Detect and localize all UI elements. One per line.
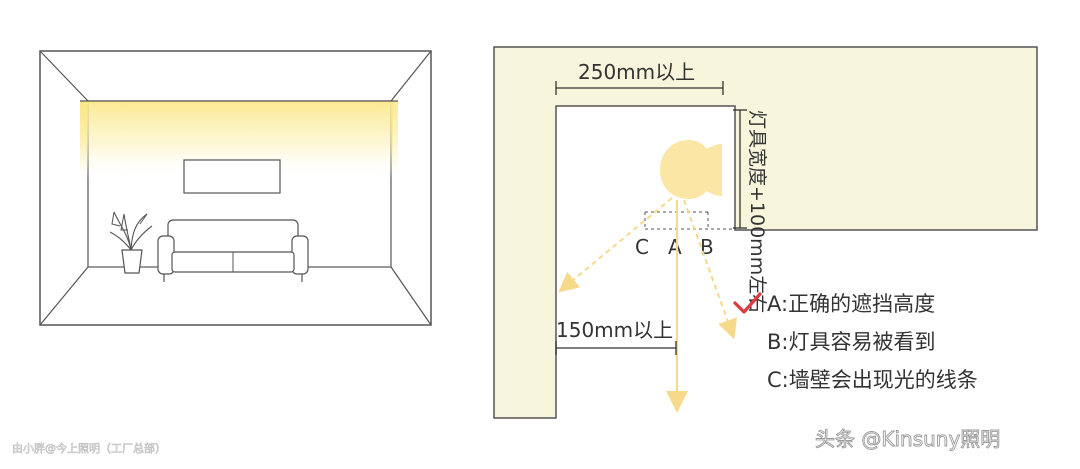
- corner-line-tl: [39, 50, 89, 102]
- dim-top-line: [555, 81, 724, 95]
- point-c-label: C: [635, 235, 649, 259]
- legend-item-a: A:正确的遮挡高度: [767, 292, 935, 316]
- corner-line-bl: [39, 266, 89, 326]
- sofa-icon: [157, 219, 309, 282]
- watermark-right: 头条 @Kinsuny照明: [815, 427, 1000, 451]
- ray-c-arrow: [558, 197, 673, 293]
- cove-detail: 250mm以上 灯具宽度+100mm左右 C A B: [493, 46, 1038, 419]
- right-wall-glow: [391, 101, 398, 175]
- lamp-fixture-icon: [660, 140, 722, 199]
- potted-plant-icon: [109, 211, 153, 274]
- shield-height-guide: [644, 211, 735, 230]
- checkmark-icon: [733, 292, 762, 314]
- corner-line-tr: [390, 50, 432, 102]
- corner-line-br: [390, 266, 432, 326]
- wall-ceiling-section: [493, 46, 1038, 419]
- legend: A:正确的遮挡高度 B:灯具容易被看到 C:墙壁会出现光的线条: [733, 292, 978, 392]
- dim-right-line: [733, 109, 747, 229]
- wall-picture: [183, 159, 281, 194]
- legend-item-c: C:墙壁会出现光的线条: [767, 368, 978, 392]
- dim-right-label: 灯具宽度+100mm左右: [746, 110, 768, 313]
- dim-top-label: 250mm以上: [578, 60, 695, 84]
- legend-item-b: B:灯具容易被看到: [767, 330, 935, 354]
- dim-bottom-label: 150mm以上: [556, 318, 673, 342]
- room-illustration: [39, 50, 432, 326]
- point-a-label: A: [668, 235, 682, 259]
- point-b-label: B: [700, 235, 714, 259]
- dim-bottom-line: [555, 341, 677, 355]
- watermark-left: 由小胖@今上照明（工厂总部）: [12, 441, 166, 455]
- left-wall-glow: [80, 101, 88, 175]
